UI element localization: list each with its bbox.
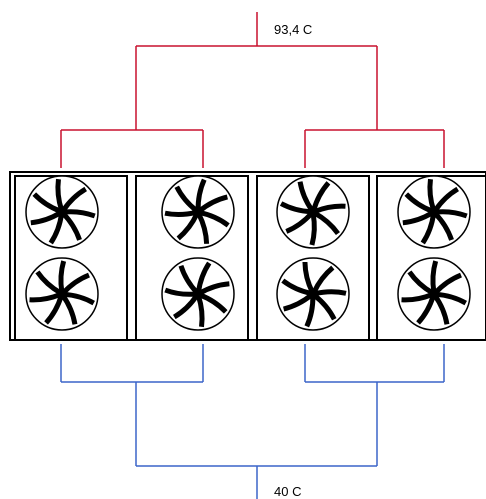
fan-hub <box>308 289 318 299</box>
fan-hub <box>429 207 439 217</box>
fan-icon <box>25 175 99 249</box>
fan-icon <box>161 175 235 249</box>
fan-icon <box>276 175 350 249</box>
fans <box>25 175 471 331</box>
return-temperature-label: 40 C <box>274 484 301 499</box>
fan-blade <box>314 289 347 297</box>
fan-hub <box>193 207 203 217</box>
fan-hub <box>429 289 439 299</box>
fan-hub <box>57 289 67 299</box>
fan-blade <box>58 260 67 293</box>
fan-blade <box>164 209 197 218</box>
fan-icon <box>397 175 471 249</box>
cooler-bank <box>9 171 486 341</box>
supply-temperature-label: 93,4 C <box>274 22 312 37</box>
fan-hub <box>57 207 67 217</box>
fan-hub <box>193 289 203 299</box>
fan-blade <box>430 260 439 293</box>
supply-piping <box>60 12 445 168</box>
fan-hub <box>308 207 318 217</box>
fan-blade <box>309 213 317 246</box>
fan-icon <box>397 257 471 331</box>
cooler-unit-1 <box>14 175 128 341</box>
fan-icon <box>161 257 235 331</box>
fan-icon <box>25 257 99 331</box>
return-piping <box>60 344 445 499</box>
fan-icon <box>276 257 350 331</box>
